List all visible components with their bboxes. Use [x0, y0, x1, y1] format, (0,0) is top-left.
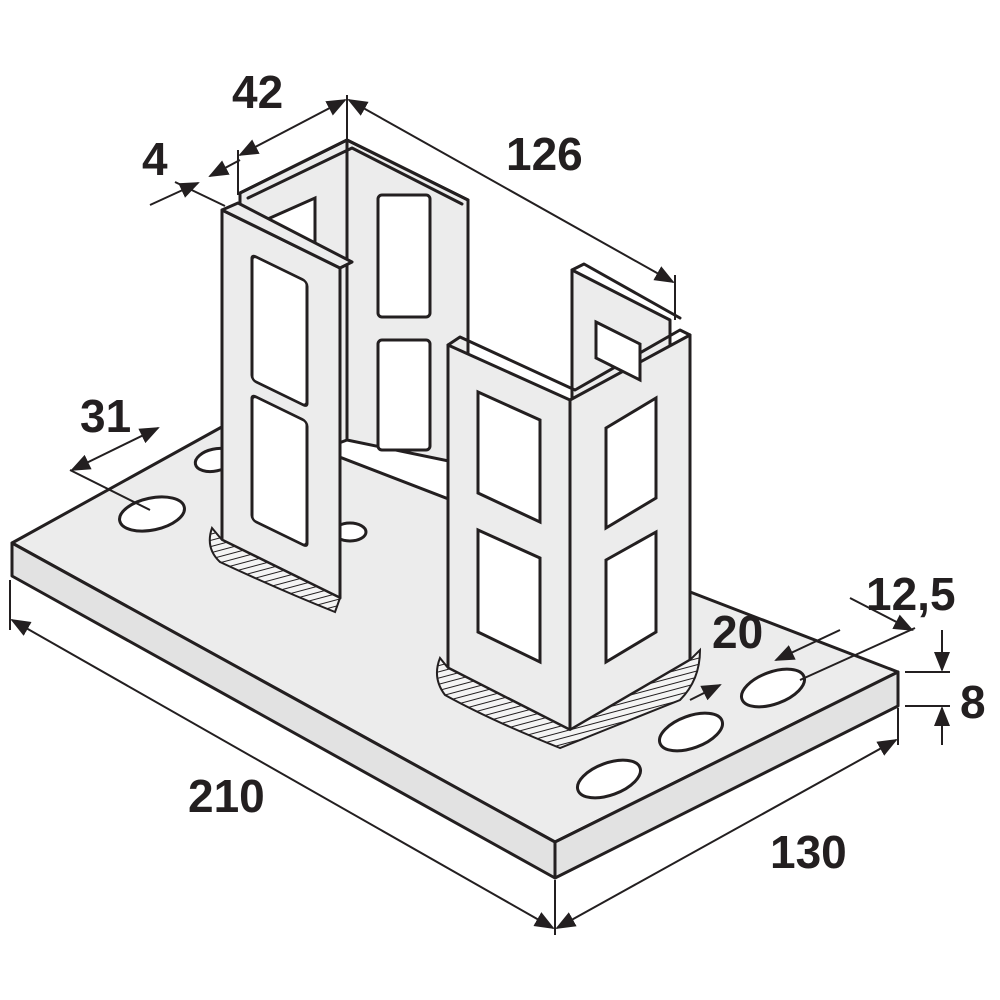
dim-hole-offset-label: 31: [80, 390, 131, 442]
dimension-lines: [9, 95, 950, 935]
dim-wall-thickness-label: 4: [142, 133, 168, 185]
dim-width-label: 130: [770, 826, 847, 878]
channel-slot: [604, 395, 658, 531]
slot-hole: [118, 495, 186, 533]
left-channel: [208, 201, 354, 614]
channel-slot: [250, 394, 309, 547]
channel-slot: [376, 338, 432, 452]
dim-thickness-label: 8: [960, 676, 986, 728]
right-channel-front-face: [446, 343, 572, 732]
dim-length-label: 210: [188, 770, 265, 822]
weld-seam: [208, 526, 342, 614]
dim-hole-edge-offset-label: 12,5: [866, 568, 956, 620]
dim-profile-spacing-label: 126: [506, 128, 583, 180]
channel-slot: [476, 389, 542, 525]
dim-hole-width-label: 20: [712, 606, 763, 658]
channel-slot: [604, 529, 658, 665]
channel-slot: [376, 193, 432, 319]
channel-slot: [594, 319, 642, 383]
slot-hole: [740, 667, 806, 709]
right-channel: [435, 262, 702, 750]
dim-profile-width-label: 42: [232, 66, 283, 118]
channel-slot: [250, 254, 309, 407]
